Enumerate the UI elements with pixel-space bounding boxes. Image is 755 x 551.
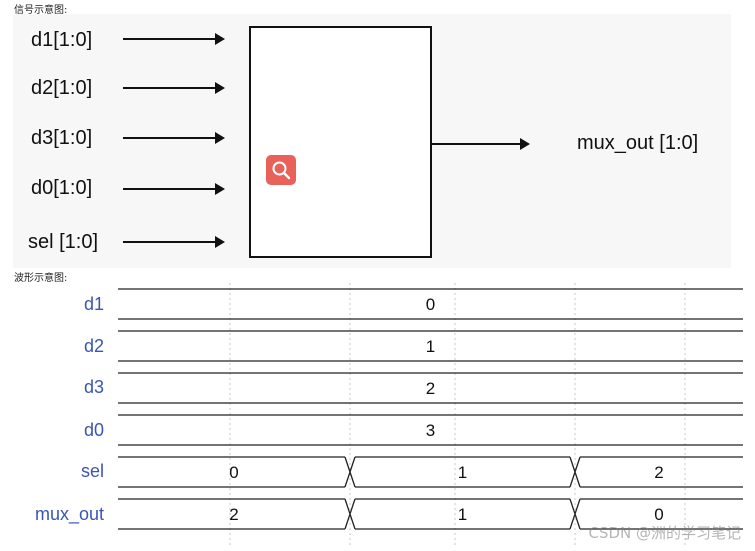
input-label-d3: d3[1:0]	[31, 127, 93, 149]
input-label-d0: d0[1:0]	[31, 177, 93, 199]
wave-value-label: 0	[654, 505, 663, 524]
input-arrow-sel	[123, 236, 225, 248]
wave-value-label: 1	[426, 337, 435, 356]
wave-label-sel: sel	[80, 461, 104, 481]
mux-block	[249, 26, 432, 258]
wave-value-label: 2	[229, 505, 238, 524]
input-arrow-d2	[123, 82, 225, 94]
wave-value-label: 0	[229, 463, 238, 482]
waveform-gridlines	[229, 283, 686, 545]
wave-value-label: 1	[458, 505, 467, 524]
wave-trace	[118, 498, 743, 530]
wave-value-label: 0	[426, 295, 435, 314]
input-arrow-d1	[123, 33, 225, 45]
input-label-d2: d2[1:0]	[31, 77, 93, 99]
waveform-chart: 0 1 2 3 0 1 2 2 1 0	[118, 283, 743, 545]
waveform-caption: 波形示意图:	[14, 273, 68, 284]
wave-value-label: 2	[654, 463, 663, 482]
wave-trace	[118, 414, 743, 446]
wave-trace	[118, 456, 743, 488]
zoom-button[interactable]	[266, 155, 296, 185]
wave-value-label: 3	[426, 421, 435, 440]
wave-trace	[118, 288, 743, 320]
magnifier-icon	[272, 161, 291, 180]
wave-value-label: 2	[426, 379, 435, 398]
output-label: mux_out [1:0]	[577, 132, 699, 154]
wave-trace	[118, 330, 743, 362]
wave-label-d2: d2	[83, 336, 104, 356]
waveform-rows: 0 1 2 3 0 1 2 2 1 0	[118, 288, 743, 530]
wave-label-d0: d0	[83, 420, 104, 440]
wave-label-d1: d1	[83, 294, 104, 314]
wave-label-d3: d3	[83, 377, 104, 397]
wave-trace	[118, 372, 743, 404]
wave-value-label: 1	[458, 463, 467, 482]
input-label-sel: sel [1:0]	[28, 231, 99, 253]
output-arrow	[430, 138, 530, 150]
input-arrow-d0	[123, 183, 225, 195]
watermark: CSDN @洲的学习笔记	[588, 524, 741, 542]
signal-diagram-caption: 信号示意图:	[14, 5, 68, 16]
input-arrow-d3	[123, 132, 225, 144]
input-label-d1: d1[1:0]	[31, 29, 93, 51]
wave-label-mux-out: mux_out	[34, 504, 104, 524]
